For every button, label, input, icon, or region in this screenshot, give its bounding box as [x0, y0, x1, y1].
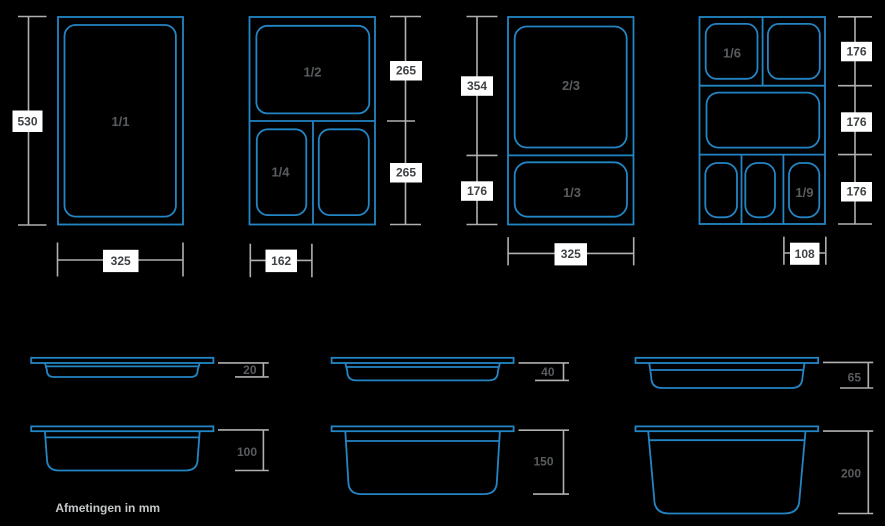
svg-text:100: 100	[237, 445, 257, 459]
svg-text:530: 530	[17, 114, 37, 128]
svg-text:176: 176	[846, 45, 866, 59]
svg-text:1/1: 1/1	[111, 114, 129, 129]
svg-text:325: 325	[111, 254, 131, 268]
svg-text:1/3: 1/3	[563, 185, 581, 200]
svg-text:354: 354	[467, 79, 487, 93]
svg-text:1/4: 1/4	[271, 164, 290, 179]
svg-text:2/3: 2/3	[562, 78, 580, 93]
svg-text:176: 176	[846, 115, 866, 129]
svg-text:200: 200	[841, 467, 861, 481]
svg-text:40: 40	[541, 365, 555, 379]
svg-text:150: 150	[533, 454, 553, 468]
svg-text:162: 162	[271, 254, 291, 268]
svg-text:176: 176	[467, 184, 487, 198]
svg-text:108: 108	[795, 247, 815, 261]
svg-text:1/6: 1/6	[723, 46, 741, 61]
svg-text:265: 265	[396, 64, 416, 78]
svg-text:176: 176	[846, 185, 866, 199]
svg-text:1/9: 1/9	[795, 185, 813, 200]
svg-text:Afmetingen in mm: Afmetingen in mm	[55, 501, 160, 515]
svg-text:325: 325	[561, 247, 581, 261]
svg-text:265: 265	[396, 166, 416, 180]
svg-text:20: 20	[243, 363, 257, 377]
svg-text:1/2: 1/2	[303, 65, 321, 80]
svg-text:65: 65	[848, 370, 862, 384]
